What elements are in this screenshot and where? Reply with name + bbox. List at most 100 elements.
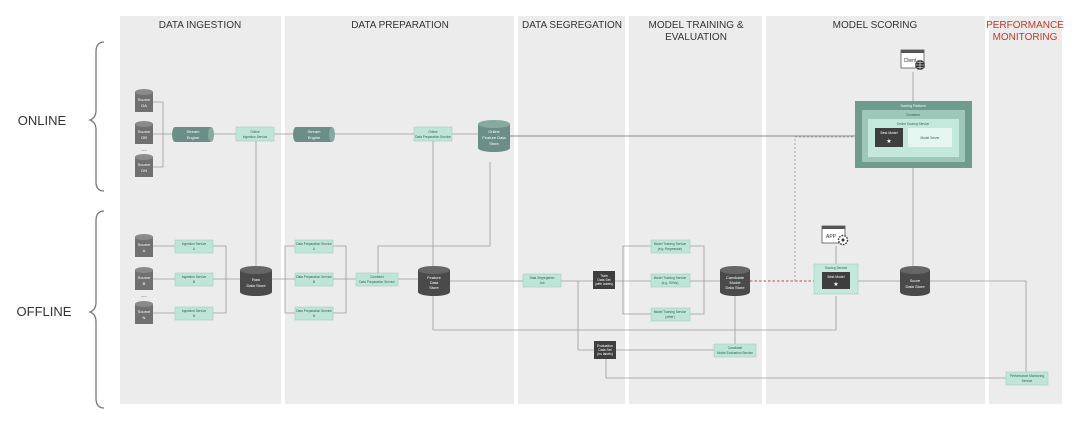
ingestion-a-line1: Ingestion Service xyxy=(182,242,207,246)
online-best-model-label: Best Model xyxy=(881,131,898,135)
dashed-to-online-scoring xyxy=(794,136,858,281)
candidate-store-line1: Candidate xyxy=(726,275,745,280)
combiner-line2: Data Preparation Service xyxy=(359,280,395,284)
model-server-label: Model Server xyxy=(921,136,941,140)
train-set-line3: (with labels) xyxy=(595,282,613,286)
raw-store-line1: Raw xyxy=(252,277,260,282)
offline-best-model-star-icon: ★ xyxy=(833,281,838,288)
online-prep-line1: Online xyxy=(428,130,437,134)
cylinder-source-a: Source A xyxy=(135,234,153,257)
training-service-regression: Model Training Service (e.g. Regression) xyxy=(650,239,691,254)
online-brace xyxy=(87,41,105,192)
section-bg-training xyxy=(629,16,762,404)
section-title-monitoring-line2: MONITORING xyxy=(993,32,1058,43)
train-set-line1: Train xyxy=(600,274,608,278)
section-title-monitoring-line1: PERFORMANCE xyxy=(986,20,1064,31)
candidate-model-store: Candidate Model Data Store xyxy=(720,266,750,296)
container-label: Container xyxy=(906,113,921,117)
ingestion-a-line2: A xyxy=(193,247,196,251)
online-feature-store-line1: Online xyxy=(488,129,500,134)
connectors xyxy=(153,72,1027,379)
offline-brace xyxy=(87,210,105,409)
candidate-store-line2: Model xyxy=(730,280,741,285)
link-seg-eval xyxy=(577,281,594,351)
prep-service-b: Data Preparation Service B xyxy=(294,272,334,287)
link-prep-to-combiner xyxy=(333,245,356,314)
source-n-line2: N xyxy=(143,315,146,320)
source-b-line1: Source xyxy=(138,275,151,280)
prep-n-line2: N xyxy=(313,314,316,318)
link-offline-sources xyxy=(153,245,175,314)
link-eval-to-monitoring xyxy=(605,356,1006,379)
source-oa-line2: OA xyxy=(141,103,147,108)
prep-service-n: Data Preparation Service N xyxy=(294,306,334,321)
training-other-line1: Model Training Service xyxy=(654,310,687,314)
feature-store-line3: Store xyxy=(429,285,439,290)
source-ob-line1: Source xyxy=(138,129,151,134)
source-b-line2: B xyxy=(143,281,146,286)
online-feature-store: Online Feature Data Store xyxy=(478,120,510,152)
online-sources-ellipsis: ... xyxy=(141,146,147,153)
online-best-model-box xyxy=(875,128,903,147)
train-set-line2: Data Set xyxy=(597,278,610,282)
section-title-training-line2: EVALUATION xyxy=(665,32,727,43)
train-data-set: Train Data Set (with labels) xyxy=(593,271,615,289)
stream-engine-1: Stream Engine xyxy=(172,127,214,142)
link-models-to-candidate xyxy=(690,245,720,315)
section-title-preparation: DATA PREPARATION xyxy=(351,20,449,31)
prep-service-a: Data Preparation Service A xyxy=(294,239,334,254)
training-regression-line2: (e.g. Regression) xyxy=(658,247,682,251)
section-backgrounds xyxy=(120,16,1062,404)
offline-sources-ellipsis: ... xyxy=(141,292,147,299)
segregation-line1: Data Segregation xyxy=(530,276,555,280)
prep-n-line1: Data Preparation Service xyxy=(296,309,332,313)
model-server-box xyxy=(908,128,952,147)
training-service-other: Model Training Service (other) xyxy=(650,307,691,322)
ingestion-b-line2: B xyxy=(193,280,195,284)
online-feature-store-line3: Store xyxy=(489,141,499,146)
stream-engine-2-line2: Engine xyxy=(308,135,321,140)
prep-a-line1: Data Preparation Service xyxy=(296,242,332,246)
row-label-offline: OFFLINE xyxy=(17,304,72,319)
raw-store-line2: Data Store xyxy=(246,283,266,288)
link-raw-to-prep xyxy=(272,245,295,314)
eval-set-line3: (no labels) xyxy=(597,352,613,356)
section-bg-segregation xyxy=(518,16,625,404)
raw-data-store: Raw Data Store xyxy=(240,266,272,296)
section-bg-monitoring xyxy=(989,16,1062,404)
ingestion-n-line1: Ingestion Service xyxy=(182,309,207,313)
offline-best-model-label: Best Model xyxy=(828,275,845,279)
score-store-line2: Data Store xyxy=(905,284,925,289)
combiner-line1: Combiner xyxy=(370,275,385,279)
cylinder-source-oa: Source OA xyxy=(135,89,153,112)
offline-best-model-box xyxy=(822,272,850,289)
eval-data-set: Evaluation Data Set (no labels) xyxy=(594,341,616,359)
segregation-job: Data Segregation Job xyxy=(522,273,562,288)
ingestion-service-n: Ingestion Service N xyxy=(174,306,214,321)
link-combiner-online-store xyxy=(377,162,491,273)
section-title-ingestion: DATA INGESTION xyxy=(159,20,241,31)
performance-monitoring-service: Performance Monitoring Service xyxy=(1005,371,1049,386)
section-bg-scoring xyxy=(766,16,985,404)
app-icon: APP xyxy=(821,225,849,246)
feature-store-line1: Feature xyxy=(427,275,442,280)
prep-a-line2: A xyxy=(313,247,316,251)
ingestion-service-a: Ingestion Service A xyxy=(174,239,214,254)
training-other-line2: (other) xyxy=(665,315,674,319)
source-on-line1: Source xyxy=(138,162,151,167)
offline-scoring-service: Scoring Service Best Model ★ xyxy=(813,263,859,295)
ingestion-b-line1: Ingestion Service xyxy=(182,275,207,279)
candidate-store-line3: Data Store xyxy=(725,285,745,290)
prep-b-line2: B xyxy=(313,280,315,284)
section-title-training-line1: MODEL TRAINING & xyxy=(648,20,743,31)
perf-service-line2: Service xyxy=(1022,379,1033,383)
source-oa-line1: Source xyxy=(138,97,151,102)
online-prep-line2: Data Preparation Service xyxy=(415,135,451,139)
stream-engine-2-line1: Stream xyxy=(308,129,322,134)
candidate-eval-service: Candidate Model Evaluation Service xyxy=(713,343,757,358)
section-bg-preparation xyxy=(285,16,514,404)
app-label: APP xyxy=(826,234,837,240)
client-icon: Client xyxy=(900,49,925,70)
score-data-store: Score Data Store xyxy=(900,266,930,296)
cylinder-source-b: Source B xyxy=(135,267,153,290)
